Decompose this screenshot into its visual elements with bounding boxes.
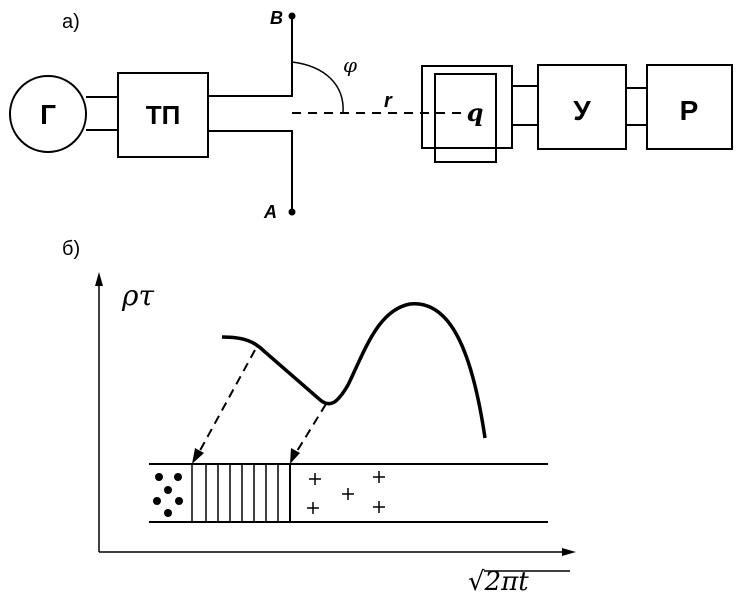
amplifier-box [537, 64, 627, 150]
projection-line-right [293, 403, 327, 457]
dot-region [153, 473, 183, 517]
wire-to-b [208, 16, 293, 97]
generator-circle [9, 75, 87, 153]
part-b-label: б) [62, 238, 80, 260]
terminal-b-dot [288, 12, 296, 20]
y-axis-arrow [95, 272, 103, 286]
converter-box [117, 72, 209, 158]
distance-label: r [384, 90, 393, 112]
resistivity-curve [221, 302, 487, 439]
converter-label: ТП [146, 100, 181, 130]
y-axis-label: ρτ [121, 279, 154, 312]
amplifier-label: У [573, 95, 591, 126]
probe-label: q [467, 98, 484, 127]
terminal-b-label: B [270, 8, 283, 28]
terminal-a-label: A [263, 202, 277, 222]
transition-zone [191, 464, 291, 522]
projection-line-left [196, 349, 256, 457]
recorder-box [646, 64, 733, 150]
angle-label: φ [343, 53, 357, 77]
recorder-label: Р [680, 95, 699, 126]
probe-inner-frame [434, 73, 497, 163]
projection-arrow-left [192, 448, 204, 464]
angle-arc [291, 61, 344, 114]
projection-arrow-right [290, 448, 300, 464]
plus-region [307, 471, 385, 514]
x-axis-label: √2πt [468, 567, 529, 597]
part-a-label: а) [62, 11, 80, 33]
probe-outer-frame [421, 65, 513, 149]
terminal-a-dot [288, 208, 296, 216]
generator-label: Г [40, 99, 56, 130]
wire-to-a [208, 130, 293, 212]
x-axis-arrow [562, 548, 576, 556]
